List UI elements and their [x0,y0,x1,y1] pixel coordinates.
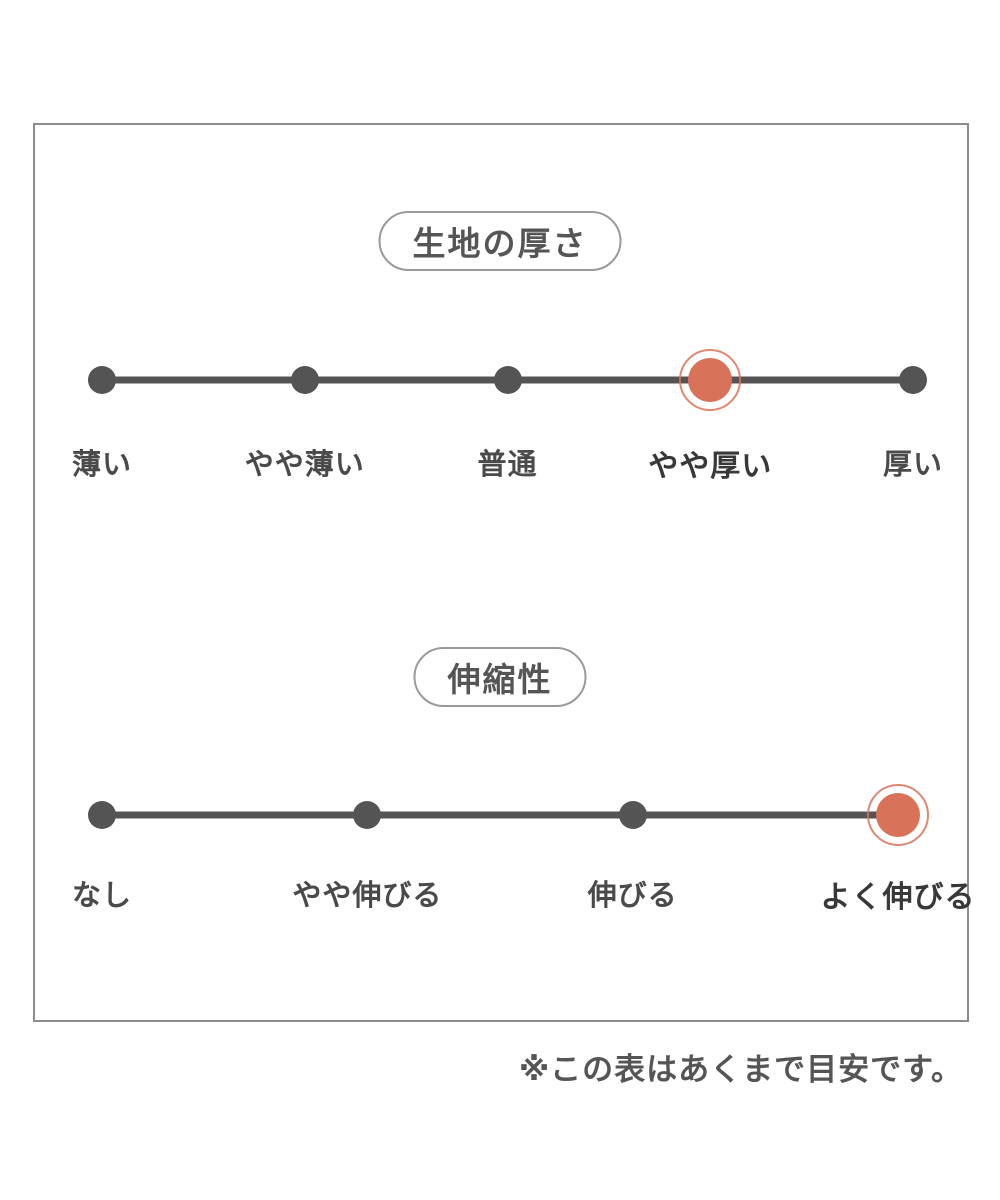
scale-label: 普通 [477,449,538,481]
track-line [102,811,898,819]
selected-marker-ring [679,349,742,411]
section-title-pill: 伸縮性 [413,647,587,707]
scale-label: 薄い [71,449,133,481]
scale-label: 伸びる [587,880,678,912]
scale-label: やや薄い [244,449,365,481]
scale-label: やや伸びる [292,880,443,912]
scale-dot [88,801,116,829]
selected-marker-ring [867,784,929,846]
scale-dot [618,801,647,829]
section-title-pill: 生地の厚さ [378,211,622,271]
scale-label: 厚い [882,449,944,481]
scale-label-selected: よく伸びる [820,881,976,914]
scale-dot [899,366,927,394]
scale-labels: なし やや伸びる 伸びる よく伸びる [72,872,975,914]
footnote-text: ※この表はあくまで目安です。 [518,1052,963,1087]
chart-frame [33,123,969,1022]
selected-marker-dot [679,349,742,411]
selected-marker-dot [867,784,929,846]
scale-dot [290,366,319,394]
scale-label-selected: やや厚い [648,450,773,483]
scale-label: なし [71,880,133,912]
scale-dot [88,366,116,394]
scale-track [88,784,929,846]
section-title: 伸縮性 [447,661,553,698]
scale-track [88,349,927,411]
section-title: 生地の厚さ [412,225,588,262]
scale-labels: 薄い やや薄い 普通 やや厚い 厚い [72,441,942,483]
scale-dot [353,801,382,829]
scale-dot [493,366,522,394]
